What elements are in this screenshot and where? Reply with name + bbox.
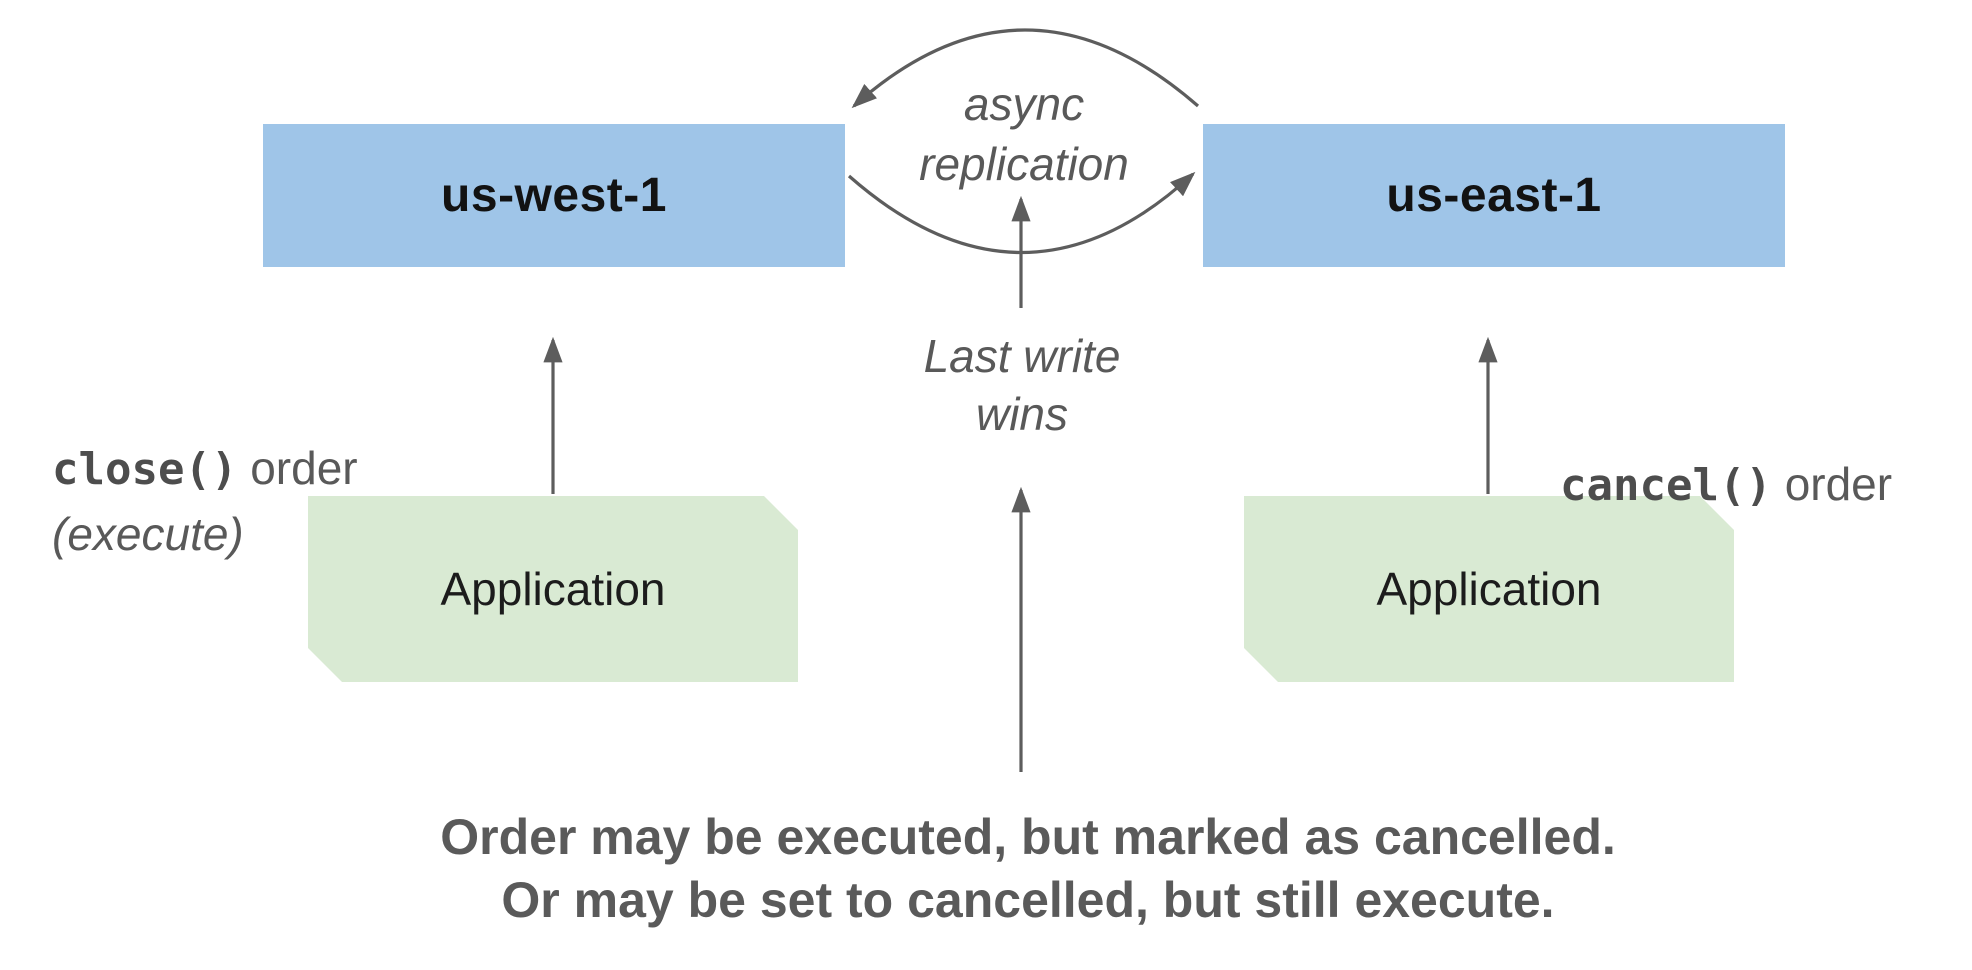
replication-arrow-east-to-west	[851, 28, 1200, 109]
region-label-west: us-west-1	[441, 169, 667, 222]
region-box-us-west-1: us-west-1	[263, 124, 845, 267]
last-write-wins-label: Last write wins	[924, 327, 1121, 443]
conflict-caption-line1: Order may be executed, but marked as can…	[440, 809, 1616, 865]
application-label-west: Application	[440, 563, 666, 615]
west-operation-rest: order	[237, 442, 358, 494]
west-operation-note: (execute)	[52, 508, 244, 560]
async-replication-line2: replication	[919, 138, 1129, 190]
east-operation-code: cancel()	[1560, 460, 1772, 511]
east-operation-label: cancel() order	[1560, 452, 1892, 518]
conflict-caption-line2: Or may be set to cancelled, but still ex…	[501, 872, 1555, 928]
west-operation-label: close() order (execute)	[52, 436, 358, 566]
application-box-east: Application	[1244, 496, 1734, 682]
east-operation-rest: order	[1771, 458, 1893, 510]
region-label-east: us-east-1	[1386, 169, 1602, 222]
last-write-wins-line2: wins	[975, 388, 1069, 440]
west-operation-code: close()	[52, 444, 238, 495]
async-replication-label: async replication	[919, 74, 1129, 194]
last-write-wins-line1: Last write	[923, 330, 1121, 382]
east-operation-line: cancel() order	[1560, 452, 1892, 518]
application-box-west: Application	[308, 496, 798, 682]
async-replication-line1: async	[963, 78, 1085, 130]
application-label-east: Application	[1376, 563, 1602, 615]
conflict-caption: Order may be executed, but marked as can…	[440, 806, 1616, 932]
west-operation-line: close() order	[52, 436, 358, 502]
region-box-us-east-1: us-east-1	[1203, 124, 1785, 267]
